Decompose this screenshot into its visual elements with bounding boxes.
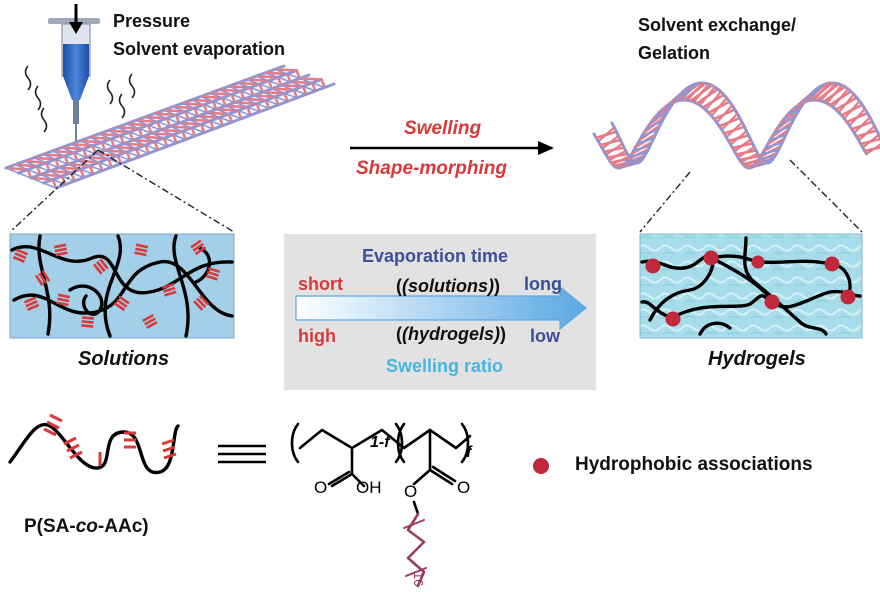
vapor-squiggle-icon xyxy=(24,65,136,133)
polymer-prefix: P(SA- xyxy=(24,516,76,537)
hydrogels-caption: Hydrogels xyxy=(708,348,806,370)
chain-length-16: 16 xyxy=(411,572,426,587)
evaporation-time-label: Evaporation time xyxy=(362,246,509,266)
gelation-label: Gelation xyxy=(638,43,711,63)
equivalence-icon xyxy=(218,444,266,464)
shape-morphing-label: Shape-morphing xyxy=(356,158,507,179)
polymer-strand-icon xyxy=(8,413,180,475)
hydrogels-paren-label: ((hydrogels)) xyxy=(396,324,507,344)
syringe-icon xyxy=(48,18,100,144)
pressure-arrow-icon xyxy=(69,4,83,34)
pressure-label: Pressure xyxy=(113,11,191,31)
index-1-f: 1-f xyxy=(370,434,390,451)
long-label: long xyxy=(524,274,562,294)
swelling-label: Swelling xyxy=(404,118,482,139)
gradient-box xyxy=(284,234,596,390)
index-f: f xyxy=(466,444,472,461)
short-label: short xyxy=(298,274,343,294)
helical-hydrogel-lattice xyxy=(592,81,880,170)
solvent-evaporation-label: Solvent evaporation xyxy=(113,39,286,59)
chemical-structure xyxy=(290,422,472,588)
hydrogels-network-panel xyxy=(639,233,863,339)
solvent-exchange-label: Solvent exchange/ xyxy=(638,15,797,35)
zoom-lines-left xyxy=(9,149,235,233)
gradient-arrow-icon xyxy=(295,285,587,331)
process-arrow xyxy=(350,141,554,155)
printed-lattice xyxy=(4,64,336,190)
high-label: high xyxy=(298,326,336,346)
carboxyl-oh: OH xyxy=(356,478,382,497)
solutions-paren-label: ((solutions)) xyxy=(396,276,500,296)
solutions-word: (solutions) xyxy=(402,276,494,296)
zoom-lines-right xyxy=(639,159,863,233)
solutions-caption: Solutions xyxy=(78,348,170,370)
hydrogels-word: (hydrogels) xyxy=(402,324,501,344)
ester-o-2: O xyxy=(457,478,471,497)
hydrophobic-legend-dot xyxy=(533,458,549,474)
solutions-network-panel xyxy=(9,233,235,339)
hydrophobic-junction-dots xyxy=(645,250,856,327)
polymer-suffix: -AAc) xyxy=(97,516,149,537)
hydrophobic-associations-label: Hydrophobic associations xyxy=(575,454,813,475)
carboxyl-o: O xyxy=(314,478,328,497)
ester-o-1: O xyxy=(404,482,418,501)
polymer-co: co xyxy=(75,516,98,537)
low-label: low xyxy=(530,326,560,346)
swelling-ratio-label: Swelling ratio xyxy=(386,356,504,376)
polymer-name-label: P(SA-co-AAc) xyxy=(24,514,149,540)
